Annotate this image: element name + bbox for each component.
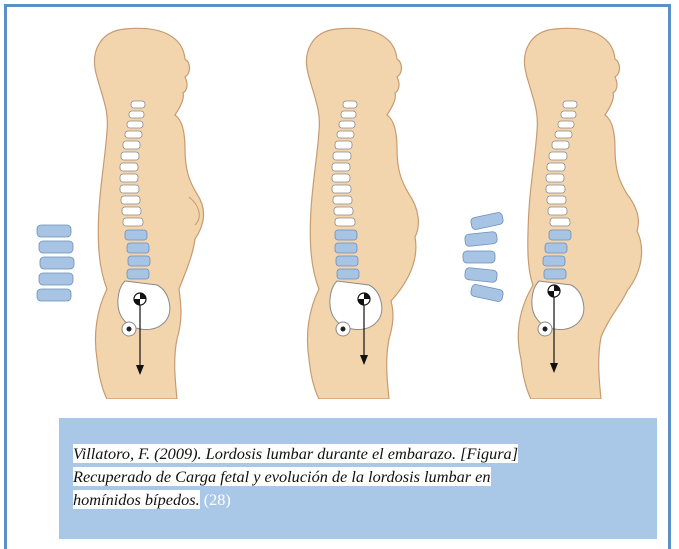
figure-caption: Villatoro, F. (2009). Lordosis lumbar du… — [73, 442, 633, 511]
lumbar-vertebrae-inset-2 — [463, 212, 504, 302]
illustration-svg — [17, 19, 669, 399]
body-profile-2 — [307, 28, 419, 399]
caption-box: Villatoro, F. (2009). Lordosis lumbar du… — [59, 418, 657, 539]
caption-line-3: homínidos bípedos. — [73, 490, 200, 509]
lordosis-illustration — [17, 19, 669, 399]
caption-line-2: Recuperado de Carga fetal y evolución de… — [73, 467, 491, 486]
reference-number: (28) — [204, 490, 231, 509]
caption-line-1: Villatoro, F. (2009). Lordosis lumbar du… — [73, 444, 518, 463]
lumbar-vertebrae-inset-1 — [37, 225, 74, 301]
figure-frame: Villatoro, F. (2009). Lordosis lumbar du… — [4, 4, 671, 549]
body-profile-1 — [95, 28, 204, 399]
body-profile-3 — [518, 28, 641, 399]
